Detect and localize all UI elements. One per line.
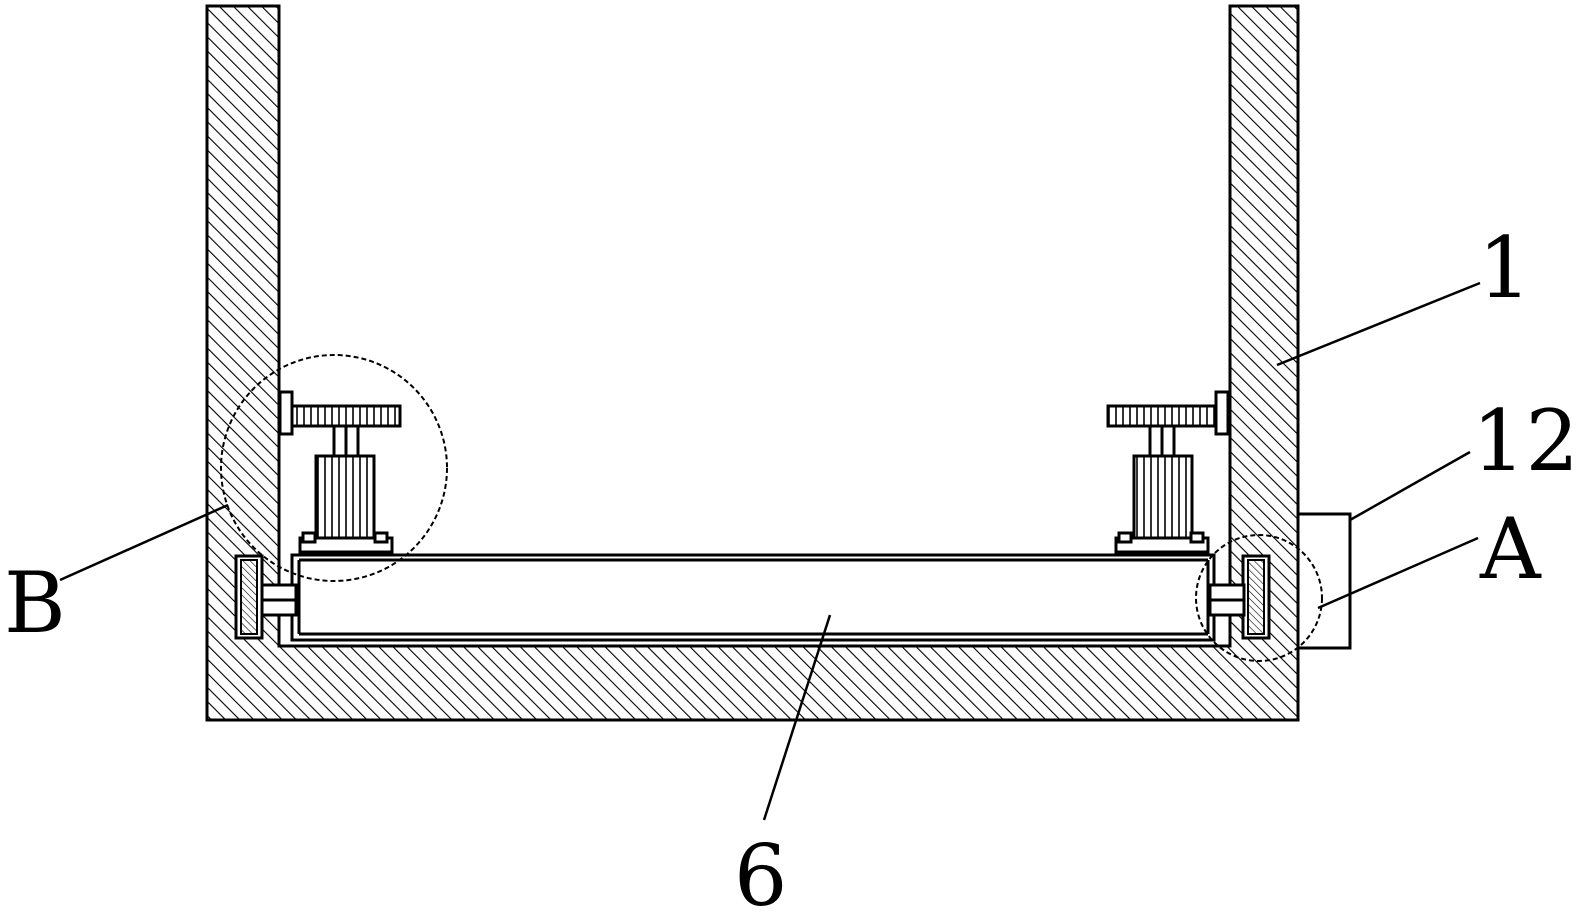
- leader-line-12: [1349, 450, 1471, 522]
- right-gear-assembly: [1106, 390, 1230, 554]
- label-b: B: [4, 554, 66, 652]
- leader-lines: [59, 281, 1481, 821]
- leader-line-b: [59, 503, 229, 582]
- left-gear-assembly: [278, 390, 402, 554]
- side-bracket: [1296, 512, 1352, 650]
- leader-line-6: [762, 614, 832, 821]
- label-6: 6: [734, 827, 787, 921]
- leader-line-a: [1317, 536, 1479, 610]
- detail-circle-a: [1195, 534, 1323, 662]
- right-clamp: [1208, 554, 1271, 640]
- housing-wall: [205, 4, 1300, 722]
- label-1: 1: [1478, 219, 1531, 317]
- label-12: 12: [1472, 392, 1579, 490]
- leader-line-1: [1276, 281, 1481, 367]
- left-clamp: [234, 554, 298, 640]
- detail-circle-b: [220, 354, 448, 582]
- bottom-plate: [290, 553, 1216, 642]
- label-a: A: [1479, 500, 1542, 598]
